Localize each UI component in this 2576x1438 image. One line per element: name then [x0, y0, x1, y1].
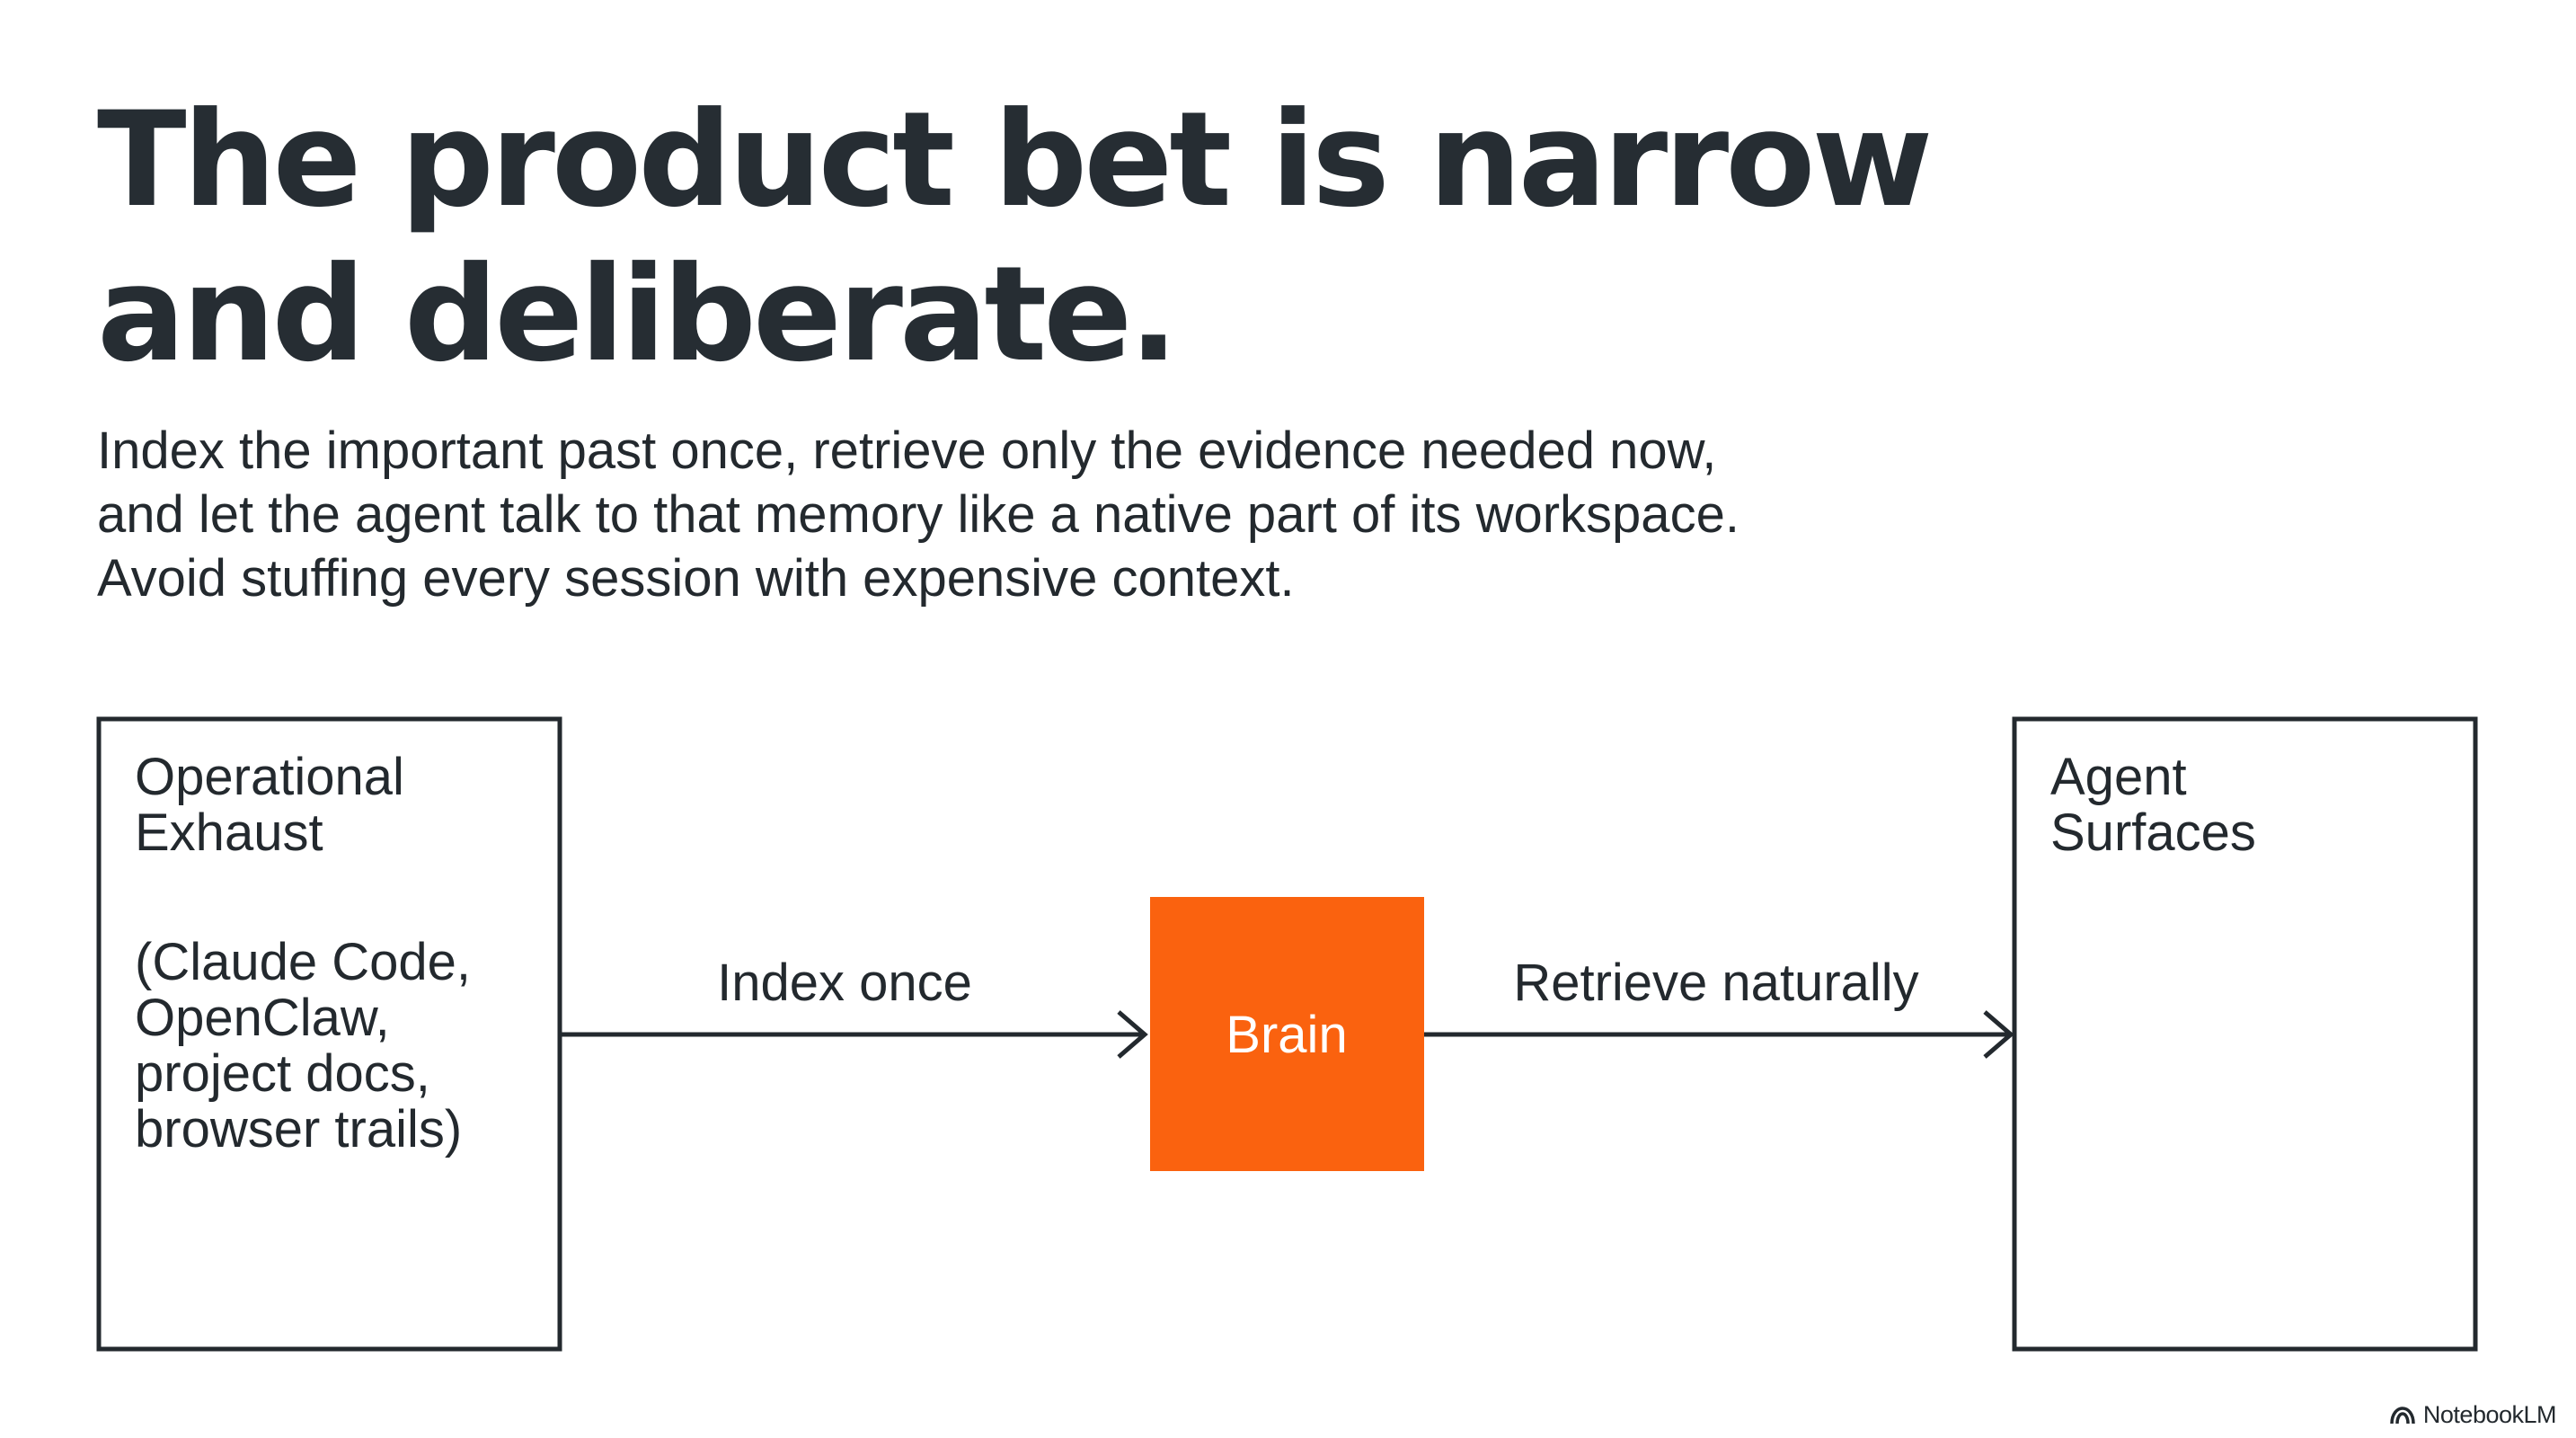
slide-description-line-1: Index the important past once, retrieve … [97, 422, 1717, 480]
notebooklm-logo-icon [2390, 1406, 2415, 1424]
source-detail-line-2: OpenClaw, [135, 989, 390, 1047]
brain-label: Brain [1226, 1006, 1347, 1064]
source-title-line-2: Exhaust [135, 803, 323, 862]
target-title-line-2: Surfaces [2050, 803, 2256, 862]
notebooklm-watermark: NotebookLM [2389, 1401, 2557, 1429]
brand-name: NotebookLM [2422, 1401, 2557, 1428]
slide-title-line-2: and deliberate. [97, 238, 1179, 391]
target-node: Agent Surfaces [2012, 716, 2478, 1352]
slide-title: The product bet is narrow and deliberate… [97, 83, 2074, 392]
index-edge-label: Index once [717, 954, 972, 1012]
index-arrowhead [1117, 1010, 1148, 1059]
slide-description-line-3: Avoid stuffing every session with expens… [97, 549, 1295, 608]
index-edge: Index once [562, 954, 1148, 1059]
source-detail-line-1: (Claude Code, [135, 933, 471, 991]
retrieve-edge-label: Retrieve naturally [1513, 954, 1918, 1012]
retrieve-arrowhead [1983, 1010, 2014, 1059]
brain-box [1150, 897, 1424, 1171]
target-title-line-1: Agent [2050, 748, 2187, 806]
brain-node: Brain [1150, 897, 1424, 1171]
source-box [96, 716, 562, 1352]
source-detail-line-4: browser trails) [135, 1100, 462, 1158]
source-node: Operational Exhaust (Claude Code, OpenCl… [96, 716, 562, 1352]
slide-title-line-1: The product bet is narrow [97, 84, 1933, 236]
target-box [2012, 716, 2478, 1352]
source-detail-line-3: project docs, [135, 1044, 430, 1103]
source-title-line-1: Operational [135, 748, 404, 806]
retrieve-edge: Retrieve naturally [1424, 954, 2014, 1059]
slide-description-line-2: and let the agent talk to that memory li… [97, 485, 1739, 544]
slide-description: Index the important past once, retrieve … [97, 419, 2074, 610]
